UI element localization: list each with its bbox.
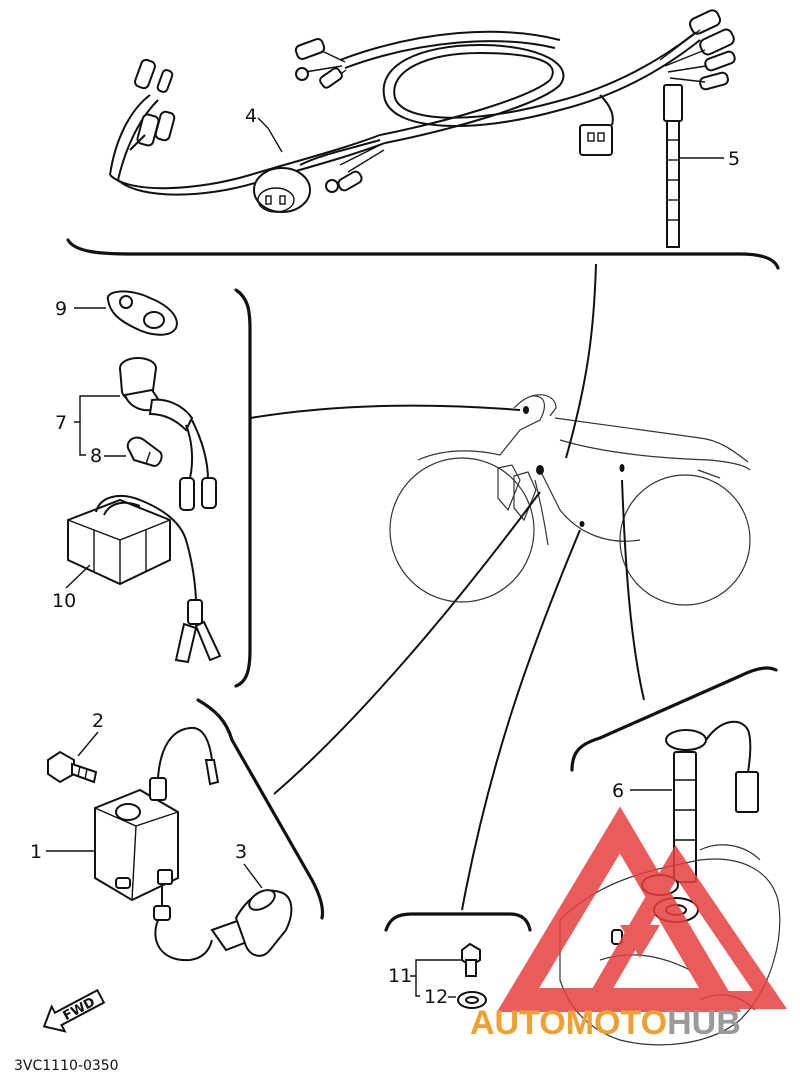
ignition-group-bracket [196,698,325,920]
watermark-logo [496,806,788,1012]
watermark-text-auto: AUTO [470,1004,566,1042]
lighting-group-bracket [234,288,252,688]
washer-icon [457,991,487,1009]
ignition-coil-icon [94,726,220,962]
cable-tie-icon [663,84,683,248]
leader-sender [621,479,645,701]
callout-5: 5 [728,148,740,170]
wire-harness-icon [109,9,736,213]
svg-text:AUTOMOTOHUB: AUTOMOTOHUB [470,1004,741,1042]
screw-icon [461,942,481,977]
callout-12: 12 [424,986,448,1008]
leader-harness [565,263,597,459]
harness-group-bracket [66,238,780,270]
bulb-icon [126,436,163,468]
motorcycle-outline [389,394,751,606]
leader-bolt [461,529,581,911]
bolt-icon [47,750,98,784]
callout-9: 9 [55,298,67,320]
watermark-text-hub: HUB [667,1004,741,1042]
bulb-socket-icon [119,357,217,511]
callout-11: 11 [388,965,412,987]
spark-plug-cap-icon [210,889,293,957]
fuel-sender-icon [665,720,759,883]
watermark-text-moto: MOTO [566,1004,667,1042]
callout-7: 7 [55,412,67,434]
callout-8: 8 [90,445,102,467]
leader-coil [273,491,541,795]
rectifier-icon [67,495,222,664]
fastener-group-bracket [384,912,532,932]
leader-lighting [249,404,521,419]
forward-arrow-icon: FWD [42,988,106,1033]
callout-10: 10 [52,590,76,612]
figure-code: 3VC1110-0350 [14,1058,119,1074]
callout-1: 1 [30,841,42,863]
fuel-group-bracket [570,666,778,772]
callout-4: 4 [245,105,257,127]
callout-2: 2 [92,710,104,732]
plate-icon [106,290,178,336]
callout-6: 6 [612,780,624,802]
callout-3: 3 [235,841,247,863]
